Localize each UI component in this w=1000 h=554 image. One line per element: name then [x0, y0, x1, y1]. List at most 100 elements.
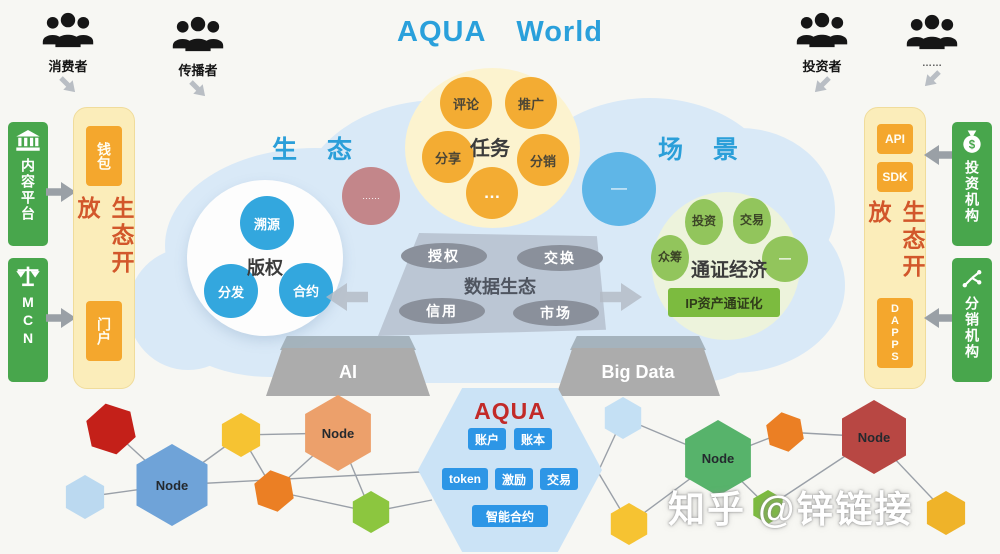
- left-arrow-icon: [924, 308, 954, 328]
- node-label: Node: [156, 478, 189, 493]
- node-hexagon: [766, 412, 804, 452]
- actor-label: ……: [922, 58, 942, 69]
- ai-prism-top: [280, 336, 416, 350]
- task-bubble: 分销: [517, 134, 569, 186]
- page-title: AQUA World: [397, 16, 603, 48]
- ai-prism: AI: [266, 348, 430, 396]
- node-label: Node: [702, 451, 735, 466]
- node-hexagon: [254, 470, 294, 512]
- node-hexagon: [136, 444, 208, 526]
- actor-investor: 投资者: [786, 10, 858, 97]
- org-label: MCN: [20, 294, 36, 348]
- right-arrow-icon: [600, 283, 642, 311]
- aqua-core-hexagon: AQUA 账户 账本 token 激励 交易 智能合约: [418, 388, 602, 552]
- token-bubble: 众筹: [651, 235, 689, 281]
- node-hexagon: [221, 413, 261, 457]
- dapps-box: DAPPS: [877, 298, 913, 368]
- people-group-icon: [42, 12, 94, 48]
- data-ecosystem-title: 数据生态: [464, 277, 536, 297]
- task-bubble-more: …: [466, 167, 518, 219]
- node-hexagon: [305, 395, 371, 471]
- data-pill: 授权: [401, 243, 487, 269]
- node-label: Node: [322, 426, 355, 441]
- bank-icon: [16, 129, 40, 151]
- token-economy-title: 通证经济: [691, 260, 768, 281]
- token-bubble-more: —: [762, 236, 808, 282]
- module-token: token: [441, 468, 488, 490]
- actor-spreader: 传播者: [162, 14, 234, 101]
- left-arrow-icon: [924, 145, 954, 165]
- actor-label: 投资者: [802, 59, 842, 74]
- blue-circle-dash: —: [611, 180, 627, 197]
- right-arrow-icon: [46, 308, 76, 328]
- node-hexagon: [610, 503, 648, 545]
- bigdata-label: Big Data: [601, 361, 675, 382]
- copyright-bubble: 溯源: [240, 196, 294, 250]
- task-bubble: 评论: [440, 77, 492, 129]
- eco-section-label: 生态: [272, 136, 383, 164]
- api-box: API: [877, 124, 913, 154]
- right-arrow-icon: [46, 182, 76, 202]
- node-hexagon: [604, 397, 642, 439]
- actor-others: ……: [896, 12, 968, 91]
- copyright-bubble: 分发: [204, 264, 258, 318]
- actor-consumer: 消费者: [32, 10, 104, 97]
- blue-circle: —: [582, 152, 656, 226]
- left-arrow-icon: [326, 283, 368, 311]
- node-hexagon: [86, 403, 136, 455]
- module-trade: 交易: [540, 468, 579, 490]
- bigdata-prism-top: [570, 336, 706, 350]
- left-gateway-bar: 钱包 生态开放 门户: [73, 107, 135, 389]
- watermark: 知乎 @锌链接: [668, 489, 914, 530]
- people-group-icon: [906, 14, 958, 50]
- org-label: 内容平台: [20, 158, 36, 222]
- module-account: 账户: [467, 428, 506, 450]
- ai-label: AI: [339, 361, 357, 382]
- portal-box: 门户: [86, 301, 122, 361]
- people-group-icon: [172, 16, 224, 52]
- org-label: 分销机构: [964, 296, 980, 360]
- investment-org-box: $ 投资机构: [952, 122, 992, 246]
- copyright-bubble: 合约: [279, 263, 333, 317]
- network-edge: [171, 471, 421, 486]
- aqua-brand: AQUA: [474, 398, 546, 424]
- wallet-box: 钱包: [86, 126, 122, 186]
- mcn-box: MCN: [8, 258, 48, 382]
- node-hexagon: [352, 491, 390, 533]
- down-left-arrow-icon: [924, 70, 941, 87]
- node-hexagon: [842, 400, 906, 474]
- module-ledger: 账本: [514, 428, 553, 450]
- module-smart-contract: 智能合约: [471, 505, 548, 527]
- scales-icon: [16, 266, 40, 287]
- actor-label: 传播者: [178, 63, 218, 78]
- scene-section-label: 场景: [658, 136, 769, 164]
- token-bubble: 交易: [733, 198, 771, 244]
- data-pill: 交换: [517, 245, 603, 271]
- task-bubble: 推广: [505, 77, 557, 129]
- bigdata-prism: Big Data: [556, 348, 720, 396]
- node-hexagon: [926, 491, 966, 535]
- gateway-title: 生态开放: [865, 200, 925, 281]
- pink-circle: ……: [342, 167, 400, 225]
- moneybag-icon: $: [963, 130, 981, 153]
- node-label: Node: [858, 430, 891, 445]
- org-label: 投资机构: [964, 160, 980, 224]
- token-bubble: 投资: [685, 199, 723, 245]
- sdk-box: SDK: [877, 162, 913, 192]
- svg-text:$: $: [969, 140, 976, 152]
- module-incentive: 激励: [494, 468, 533, 490]
- task-bubble: 分享: [422, 131, 474, 183]
- pink-circle-dots: ……: [362, 191, 380, 201]
- right-gateway-bar: API SDK 生态开放 DAPPS: [864, 107, 926, 389]
- distribution-org-box: 分销机构: [952, 258, 992, 382]
- people-group-icon: [796, 12, 848, 48]
- ip-tokenization-banner: IP资产通证化: [668, 288, 780, 317]
- distribution-icon: [962, 270, 982, 288]
- node-hexagon: [685, 420, 751, 496]
- down-right-arrow-icon: [59, 76, 76, 93]
- actor-label: 消费者: [48, 59, 88, 74]
- content-platform-box: 内容平台: [8, 122, 48, 246]
- node-hexagon: [753, 490, 783, 524]
